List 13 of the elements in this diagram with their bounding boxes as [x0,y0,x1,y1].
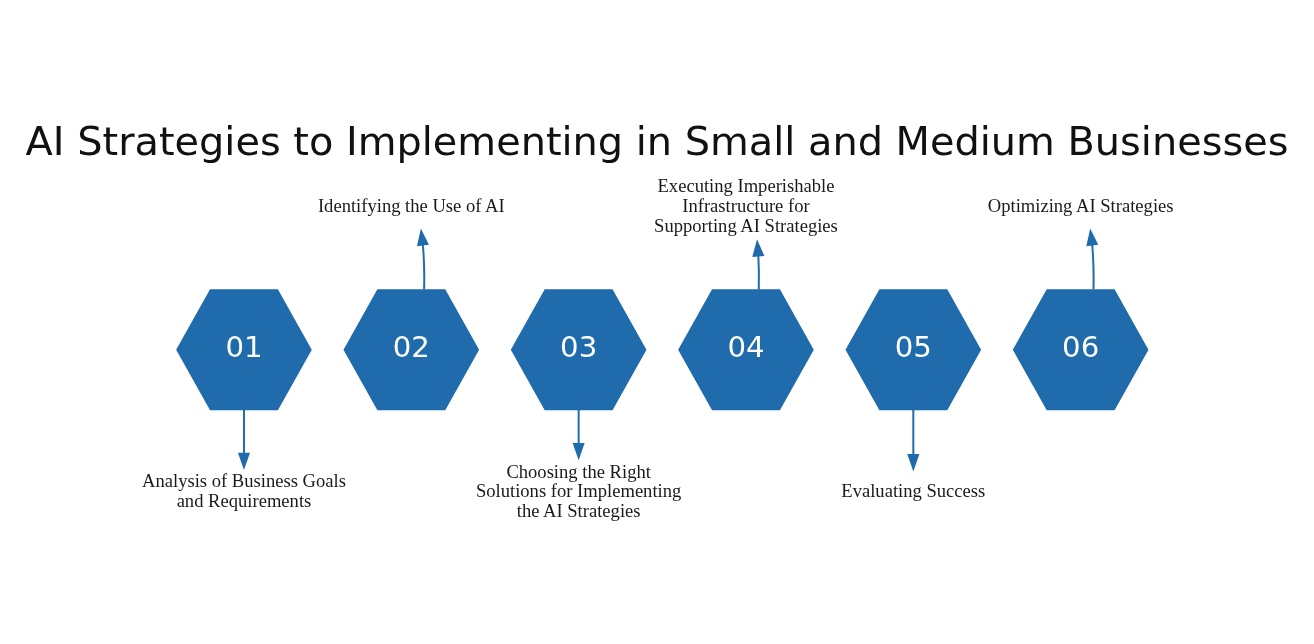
arrow [752,238,765,291]
arrow [237,408,251,470]
node-text: Executing Imperishable Infrastructure for Supporting AI Strategies [654,174,838,236]
node-text: Optimizing AI Strategies [987,194,1174,216]
node-text: Evaluating Success [841,479,986,501]
node-text: Analysis of Business Goals and Requirements [142,469,346,511]
node-text: Identifying the Use of AI [317,194,505,216]
arrow [907,408,920,471]
node-text: Choosing the Right Solutions for Implementing the AI Strategies [475,459,682,521]
arrow [572,408,585,460]
arrow [416,227,429,291]
diagram-title: AI Strategies to Implementing in Small and Medium Businesses [25,117,1289,163]
arrow [1086,227,1099,291]
